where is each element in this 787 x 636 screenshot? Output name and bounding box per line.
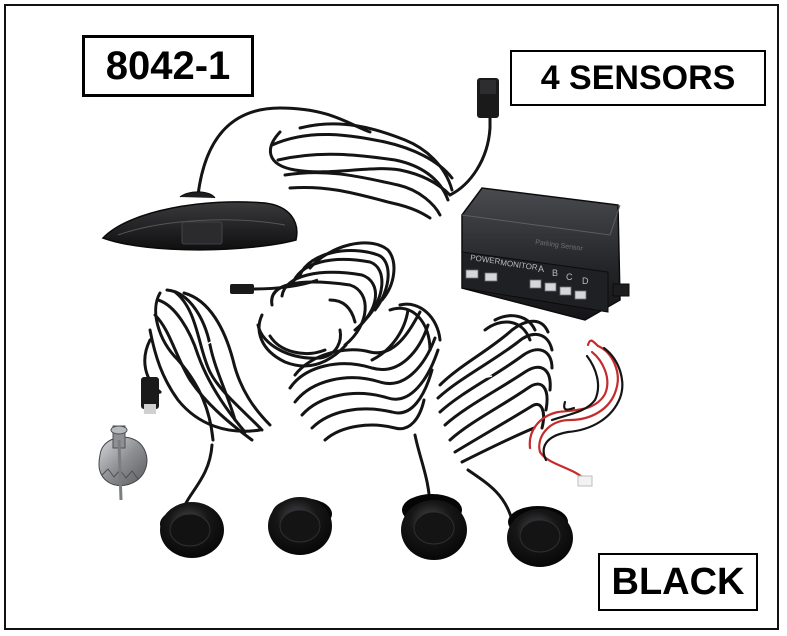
sensor-3 bbox=[401, 494, 467, 560]
color-label: BLACK bbox=[598, 553, 758, 611]
wire-connector bbox=[577, 475, 593, 487]
sensor-count-label: 4 SENSORS bbox=[510, 50, 766, 106]
sensor-cable-4 bbox=[436, 314, 554, 522]
image-frame bbox=[4, 4, 779, 630]
box-channel-c: C bbox=[566, 272, 573, 282]
sensor-4 bbox=[507, 506, 573, 567]
display-cable bbox=[196, 106, 492, 220]
sensor-cable-1 bbox=[143, 288, 272, 507]
hole-saw bbox=[98, 425, 148, 501]
box-channel-b: B bbox=[552, 268, 558, 278]
sensor-cable-3 bbox=[288, 302, 442, 512]
power-wire bbox=[528, 339, 624, 482]
cable-ties bbox=[204, 289, 493, 379]
sensor-1 bbox=[160, 502, 224, 558]
box-power-label: POWER bbox=[470, 253, 501, 266]
box-channel-a: A bbox=[538, 264, 544, 274]
sensor-cable-2 bbox=[256, 241, 396, 368]
sensor-2 bbox=[268, 497, 332, 555]
model-number-label: 8042-1 bbox=[82, 35, 254, 97]
box-channel-d: D bbox=[582, 276, 589, 286]
control-box: Parking Sensor POWER MONITOR A B C D bbox=[461, 187, 630, 321]
display-unit bbox=[101, 191, 298, 251]
top-connector bbox=[477, 78, 499, 118]
left-plug bbox=[141, 377, 159, 414]
